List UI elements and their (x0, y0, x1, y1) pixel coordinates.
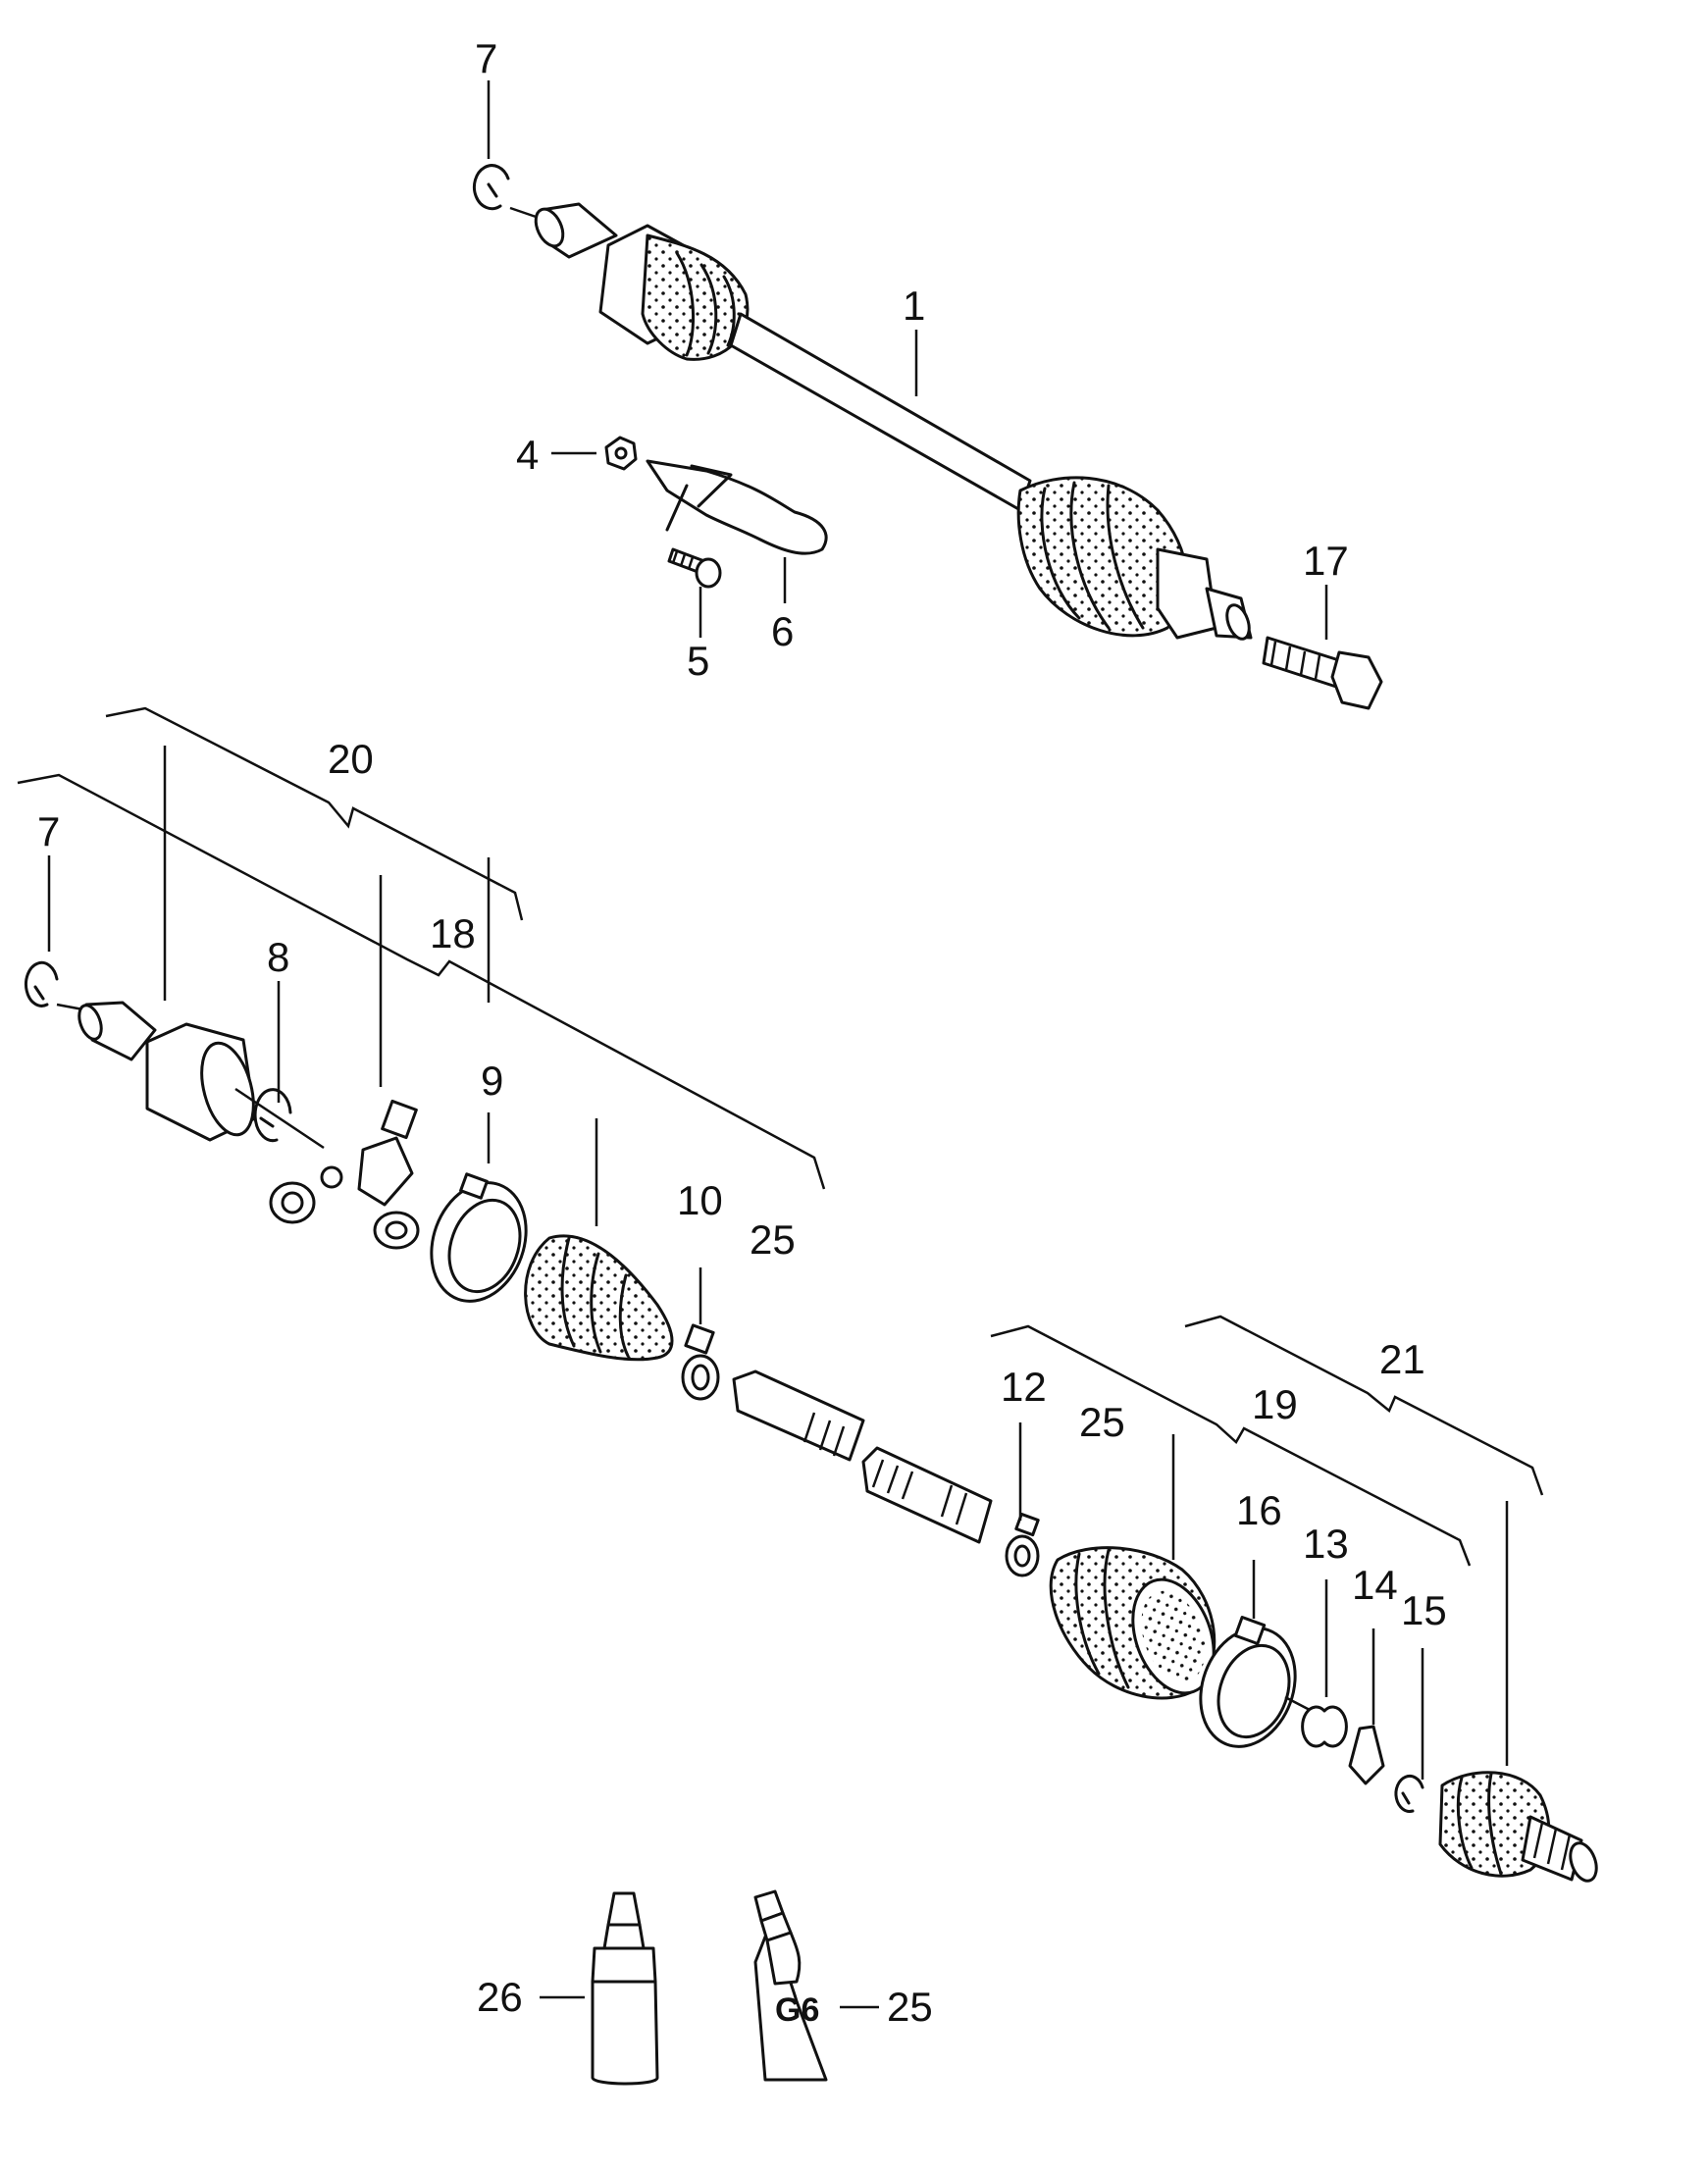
clamp-9 (430, 1172, 528, 1303)
label-5: 5 (687, 638, 709, 684)
clamp-12 (1005, 1512, 1040, 1577)
heat-shield (646, 459, 828, 555)
circlip-lower (24, 960, 59, 1008)
circlip-top (472, 164, 510, 211)
bracket-20 (105, 706, 524, 921)
label-16: 16 (1236, 1487, 1282, 1533)
label-25-left: 25 (750, 1216, 796, 1263)
label-10: 10 (677, 1177, 723, 1223)
main-shaft-top (729, 312, 1032, 512)
clamp-10 (681, 1323, 720, 1401)
label-6: 6 (771, 608, 794, 654)
tripod-spider (269, 1099, 420, 1250)
leader-lines-top (487, 80, 1328, 640)
outer-boot-lower (1049, 1546, 1216, 1700)
bracket-21 (1184, 1315, 1544, 1496)
ring-13 (1301, 1705, 1348, 1748)
label-19: 19 (1252, 1381, 1298, 1427)
label-12: 12 (1001, 1364, 1047, 1410)
label-18: 18 (430, 910, 476, 956)
label-7-lower: 7 (37, 808, 60, 854)
tube-label-text: G6 (775, 1991, 819, 2029)
label-15: 15 (1401, 1587, 1447, 1633)
label-9: 9 (481, 1058, 503, 1104)
dished-washer-14 (1348, 1725, 1385, 1785)
intermediate-shaft-left (732, 1369, 865, 1462)
label-8: 8 (267, 934, 289, 980)
label-7-top: 7 (475, 35, 497, 81)
sealant-bottle-26 (540, 1891, 659, 2086)
drive-shaft-assembly-exploded (17, 706, 1598, 1883)
label-20: 20 (328, 736, 374, 782)
grease-tube-25: G6 (753, 1889, 879, 2082)
nut-4 (604, 436, 638, 471)
bracket-25-right (990, 1324, 1472, 1567)
circlip-8 (253, 1088, 292, 1143)
outer-joint-lower (1438, 1771, 1598, 1883)
label-25-mid: 25 (1079, 1399, 1125, 1445)
clamp-16 (1199, 1615, 1297, 1748)
label-14: 14 (1352, 1562, 1398, 1608)
part-number-labels: 1 4 5 6 7 17 20 7 18 8 9 10 25 12 25 19 … (37, 35, 1447, 2030)
outer-boot-top (1016, 476, 1189, 638)
label-17: 17 (1303, 538, 1349, 584)
circlip-15 (1394, 1774, 1424, 1813)
drive-shaft-assembly-top (472, 164, 1383, 710)
label-4: 4 (516, 432, 539, 478)
outer-joint-top (1156, 547, 1218, 640)
label-1: 1 (903, 283, 925, 329)
inner-boot-lower (524, 1234, 674, 1362)
label-21: 21 (1379, 1336, 1425, 1382)
label-26: 26 (477, 1974, 523, 2020)
label-13: 13 (1303, 1521, 1349, 1567)
label-25-tube: 25 (887, 1984, 933, 2030)
bracket-25-left (17, 773, 826, 1190)
